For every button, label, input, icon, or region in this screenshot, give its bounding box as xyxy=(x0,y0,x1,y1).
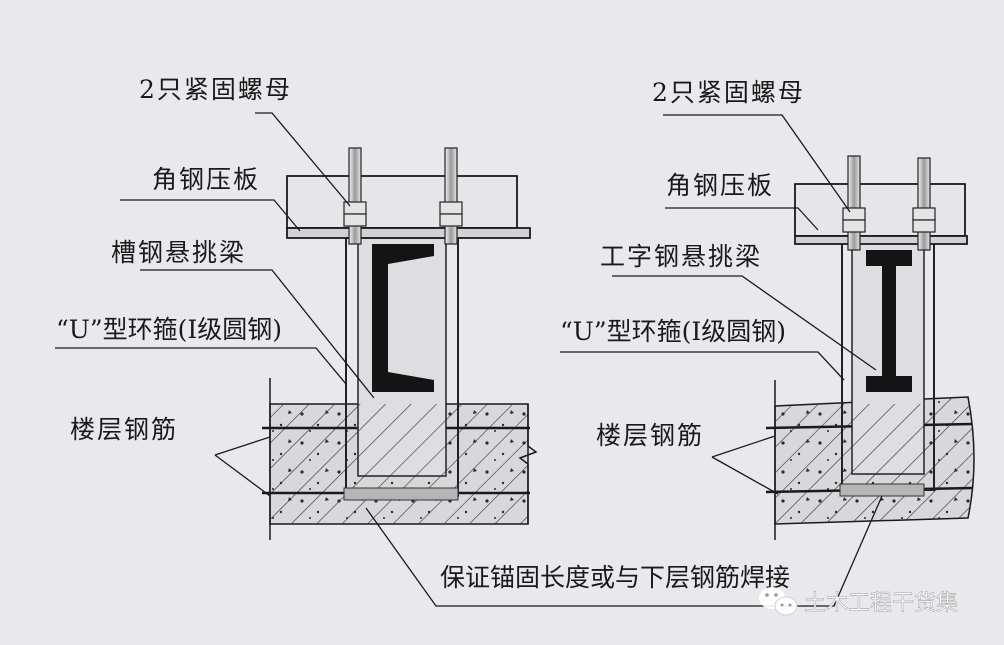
watermark: 土木工程干货集 xyxy=(759,587,958,616)
right-nuts-label: 2只紧固螺母 xyxy=(652,78,805,107)
right-detail xyxy=(560,114,975,540)
right-beam-label: 工字钢悬挑梁 xyxy=(600,242,762,271)
right-bolt-1 xyxy=(842,155,866,251)
left-beam-label: 槽钢悬挑梁 xyxy=(111,238,246,267)
right-labels: 2只紧固螺母 角钢压板 工字钢悬挑梁 “U”型环箍(I级圆钢) 楼层钢筋 xyxy=(560,78,805,450)
right-rebar-label: 楼层钢筋 xyxy=(596,421,704,450)
left-bolt-1 xyxy=(343,147,367,245)
right-leader-lines xyxy=(560,114,877,495)
left-detail xyxy=(55,112,538,540)
right-plate-label: 角钢压板 xyxy=(666,171,774,200)
bottom-note-label: 保证锚固长度或与下层钢筋焊接 xyxy=(440,563,790,592)
wechat-icon xyxy=(759,587,798,616)
right-angle-plate xyxy=(794,183,968,245)
left-plate-label: 角钢压板 xyxy=(152,165,260,194)
left-labels: 2只紧固螺母 角钢压板 槽钢悬挑梁 “U”型环箍(I级圆钢) 楼层钢筋 xyxy=(56,75,292,444)
left-channel-beam xyxy=(372,244,434,392)
left-leader-lines xyxy=(55,112,375,497)
right-hoop-label: “U”型环箍(I级圆钢) xyxy=(560,317,786,346)
left-u-hoop xyxy=(343,237,459,501)
left-rebar-label: 楼层钢筋 xyxy=(70,415,178,444)
left-bolt-2 xyxy=(439,147,463,245)
left-nuts-label: 2只紧固螺母 xyxy=(139,75,292,104)
left-hoop-label: “U”型环箍(I级圆钢) xyxy=(56,315,282,344)
right-i-beam xyxy=(866,250,912,392)
watermark-text: 土木工程干货集 xyxy=(804,591,958,616)
bottom-leader-lines xyxy=(365,495,883,607)
right-bolt-2 xyxy=(912,157,936,251)
left-angle-plate xyxy=(286,175,531,239)
